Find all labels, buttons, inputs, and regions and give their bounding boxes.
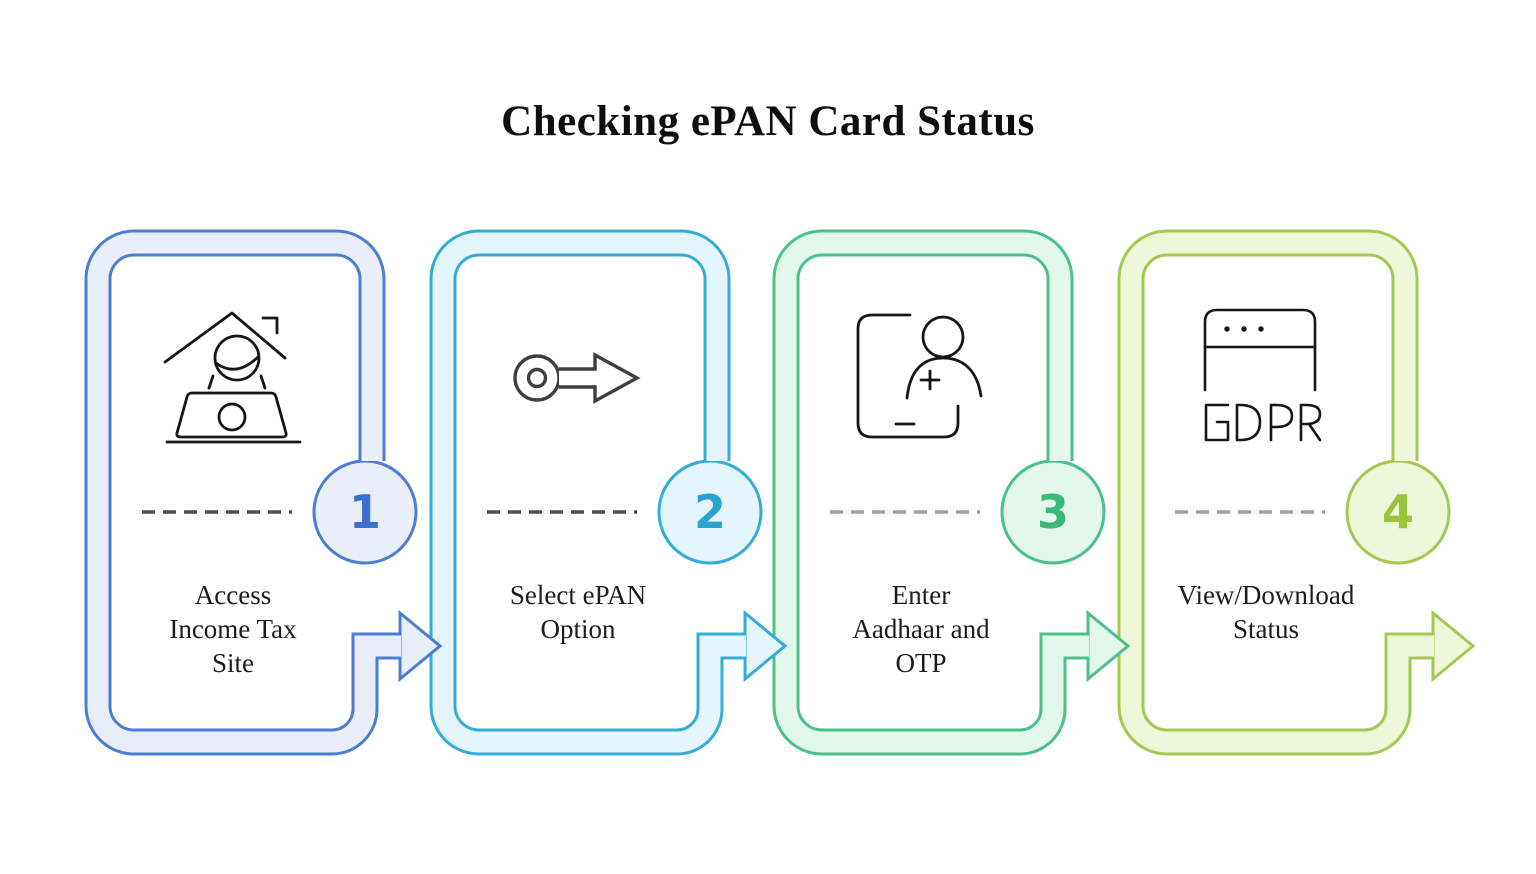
page-title: Checking ePAN Card Status (501, 97, 1035, 145)
card-tube-fill (87, 232, 401, 753)
step-number: 1 (349, 485, 381, 539)
step-number: 2 (694, 485, 726, 539)
step-frame: 3 (772, 229, 1131, 756)
next-step-arrow-icon (1086, 609, 1131, 683)
card-tube-fill (432, 232, 746, 753)
step-frame: 2 (429, 229, 788, 756)
next-step-arrow-icon (1431, 609, 1476, 683)
next-step-arrow-icon (743, 609, 788, 683)
step-label: Select ePAN Option (509, 580, 647, 644)
key-arrow-icon (513, 352, 641, 404)
step-card-4: 4 View/Download Status (1116, 228, 1536, 800)
card-tube-fill (775, 232, 1089, 753)
step-frame: 4 (1117, 229, 1476, 756)
step-frame: 1 (84, 229, 443, 756)
step-card-3: 3 Enter Aadhaar and OTP (771, 228, 1193, 800)
user-card-icon (856, 313, 983, 439)
card-tube-fill (1120, 232, 1434, 753)
gdpr-browser-icon (1203, 308, 1322, 442)
step-card-2: 2 Select ePAN Option (428, 228, 850, 800)
step-label: View/Download Status (1177, 580, 1355, 644)
home-laptop-icon (163, 311, 302, 444)
step-card-1: 1 Access Income Tax Site (83, 228, 505, 800)
next-step-arrow-icon (398, 609, 443, 683)
step-label: Access Income Tax Site (169, 580, 297, 678)
step-number: 3 (1037, 485, 1069, 539)
step-number: 4 (1382, 485, 1414, 539)
step-label: Enter Aadhaar and OTP (852, 580, 990, 678)
